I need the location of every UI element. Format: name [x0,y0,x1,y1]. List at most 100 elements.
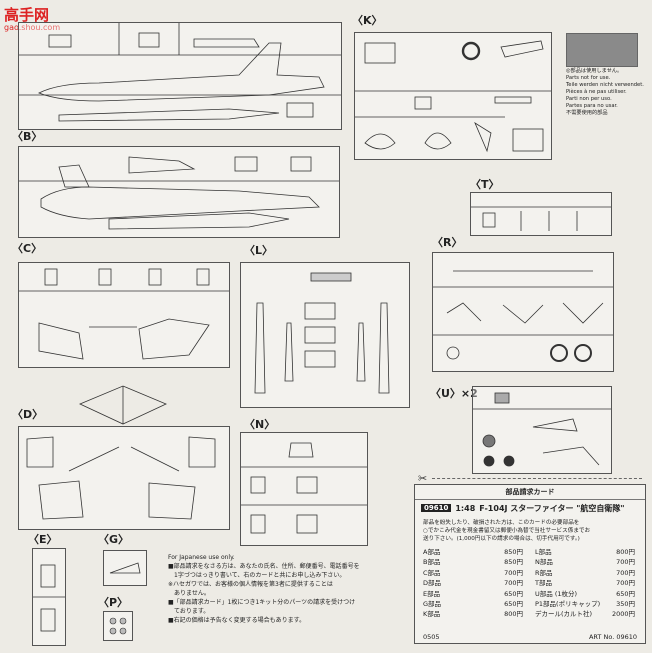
parts-frame-e-drawing [33,564,65,632]
part-price: 700円 [616,568,635,577]
part-label: デカール(カルト社) [535,610,593,619]
notes-line: 1字づつはっきり書いて、右のカードと共にお申し込み下さい。 [168,572,346,579]
parts-frame-l-drawing [254,272,390,394]
parts-frame-d [18,426,230,530]
part-label: P1部品(ポリキャップ) [535,600,601,609]
part-price: 650円 [504,600,523,609]
card-kit-line: 09610 1:48 F-104J スターファイター "航空自衛隊" [421,501,625,515]
section-label-t: 〈T〉 [470,178,500,191]
part-label: K部品 [423,610,441,619]
section-label-d: 〈D〉 [12,408,44,421]
notes-line: ■「部品請求カード」1枚につき1キット分のパーツの請求を受けつけ [168,599,356,606]
price-row: N部品 700円 [535,557,635,567]
price-row: L部品 800円 [535,547,635,557]
notice-line: Teile werden nicht verwendet. [566,82,644,88]
part-label: N部品 [535,558,553,567]
parts-order-card: 部品請求カード 09610 1:48 F-104J スターファイター "航空自衛… [414,484,646,644]
parts-frame-n-drawing [241,442,367,534]
parts-frame-a [18,22,342,130]
notes-line: ■部品請求をなさる方は、あなたの氏名、住所、郵便番号、電話番号を [168,563,360,570]
wing-drawing [79,385,167,425]
part-price: 850円 [504,548,523,556]
part-label: A部品 [423,548,441,556]
part-label: B部品 [423,558,441,567]
part-price: 650円 [616,589,635,598]
card-text-line: 送り下さい。(1,000円以下の請求の場合は、切手代用可です。) [423,536,580,542]
parts-frame-t [470,192,612,236]
cut-line [432,478,642,479]
price-row: U部品 (1枚分) 650円 [535,589,635,599]
watermark-logo: 高手网 gao.shou.com [4,4,60,32]
japan-notes: For Japanese use only. ■部品請求をなさる方は、あなたの氏… [168,553,408,625]
section-label-b: 〈B〉 [12,130,43,143]
scissors-icon: ✂ [418,472,428,485]
price-row: B部品 850円 [423,557,523,567]
parts-frame-u [472,386,612,474]
parts-frame-u-drawing [473,392,611,467]
part-label: C部品 [423,568,441,577]
section-label-r: 〈R〉 [432,236,463,249]
section-label-g: 〈G〉 [98,533,130,546]
parts-frame-b [18,146,340,238]
price-row: R部品 700円 [535,568,635,578]
part-price: 700円 [616,579,635,588]
print-code: 0505 [423,633,440,641]
price-row: デカール(カルト社) 2000円 [535,609,635,619]
part-price: 800円 [504,610,523,619]
part-price: 800円 [616,548,635,556]
parts-frame-t-drawing [471,206,611,231]
part-price: 850円 [504,558,523,567]
notes-line: ■右記の価格は予告なく変更する場合もあります。 [168,617,306,624]
section-label-u: 〈U〉×2 [430,387,478,400]
card-text-line: 部品を紛失したり、破損された方は、このカードの必要部品を [423,520,580,526]
part-price: 700円 [504,579,523,588]
notice-line: Parts not for use. [566,75,611,81]
art-number: ART No. 09610 [588,633,637,641]
parts-frame-k-drawing [355,40,551,153]
part-price: 2000円 [611,610,635,619]
price-row: A部品 850円 [423,547,523,557]
part-label: U部品 (1枚分) [535,589,578,598]
card-footer: 0505 ART No. 09610 [423,633,637,641]
notice-line: 不需要使用的部品 [566,110,608,116]
parts-frame-a-drawing [19,23,341,122]
parts-frame-k [354,32,552,160]
parts-frame-r-drawing [433,270,613,362]
watermark-brand: 高手网 [4,6,50,24]
notice-line: Partes para no usar. [566,103,618,109]
part-price: 650円 [504,589,523,598]
part-label: T部品 [535,579,552,588]
part-label: D部品 [423,579,442,588]
parts-frame-c [18,262,230,368]
notes-line: ありません。 [168,590,210,597]
price-list-right: L部品 800円 N部品 700円 R部品 700円 T部品 700円 U部品 (1枚分… [535,547,635,620]
price-row: P1部品(ポリキャップ)350円 [535,599,635,609]
part-price: 700円 [616,558,635,567]
section-label-l: 〈L〉 [244,244,274,257]
notes-line: ております。 [168,608,210,615]
section-label-p: 〈P〉 [98,596,129,609]
unused-parts-swatch [566,33,638,67]
watermark-site: gao.shou.com [4,23,61,32]
card-title: 部品請求カード [415,485,645,500]
section-label-k: 〈K〉 [352,14,383,27]
kit-name: F-104J スターファイター "航空自衛隊" [479,503,625,513]
parts-frame-n [240,432,368,546]
kit-code: 09610 [421,504,452,512]
price-row: E部品 650円 [423,589,523,599]
part-label: E部品 [423,589,441,598]
parts-frame-d-drawing [26,436,216,520]
price-row: D部品 700円 [423,578,523,588]
parts-frame-g-drawing [109,562,141,574]
card-text-line: ○でかこみ代金を現金書留又は郵便小為替で当社サービス係までお [423,528,591,534]
part-label: L部品 [535,548,552,556]
parts-frame-p-drawing [109,617,127,635]
parts-frame-g [103,550,147,586]
parts-frame-b-drawing [19,156,339,230]
notice-line: ◎部品は使用しません。 [566,68,623,74]
part-label: R部品 [535,568,553,577]
